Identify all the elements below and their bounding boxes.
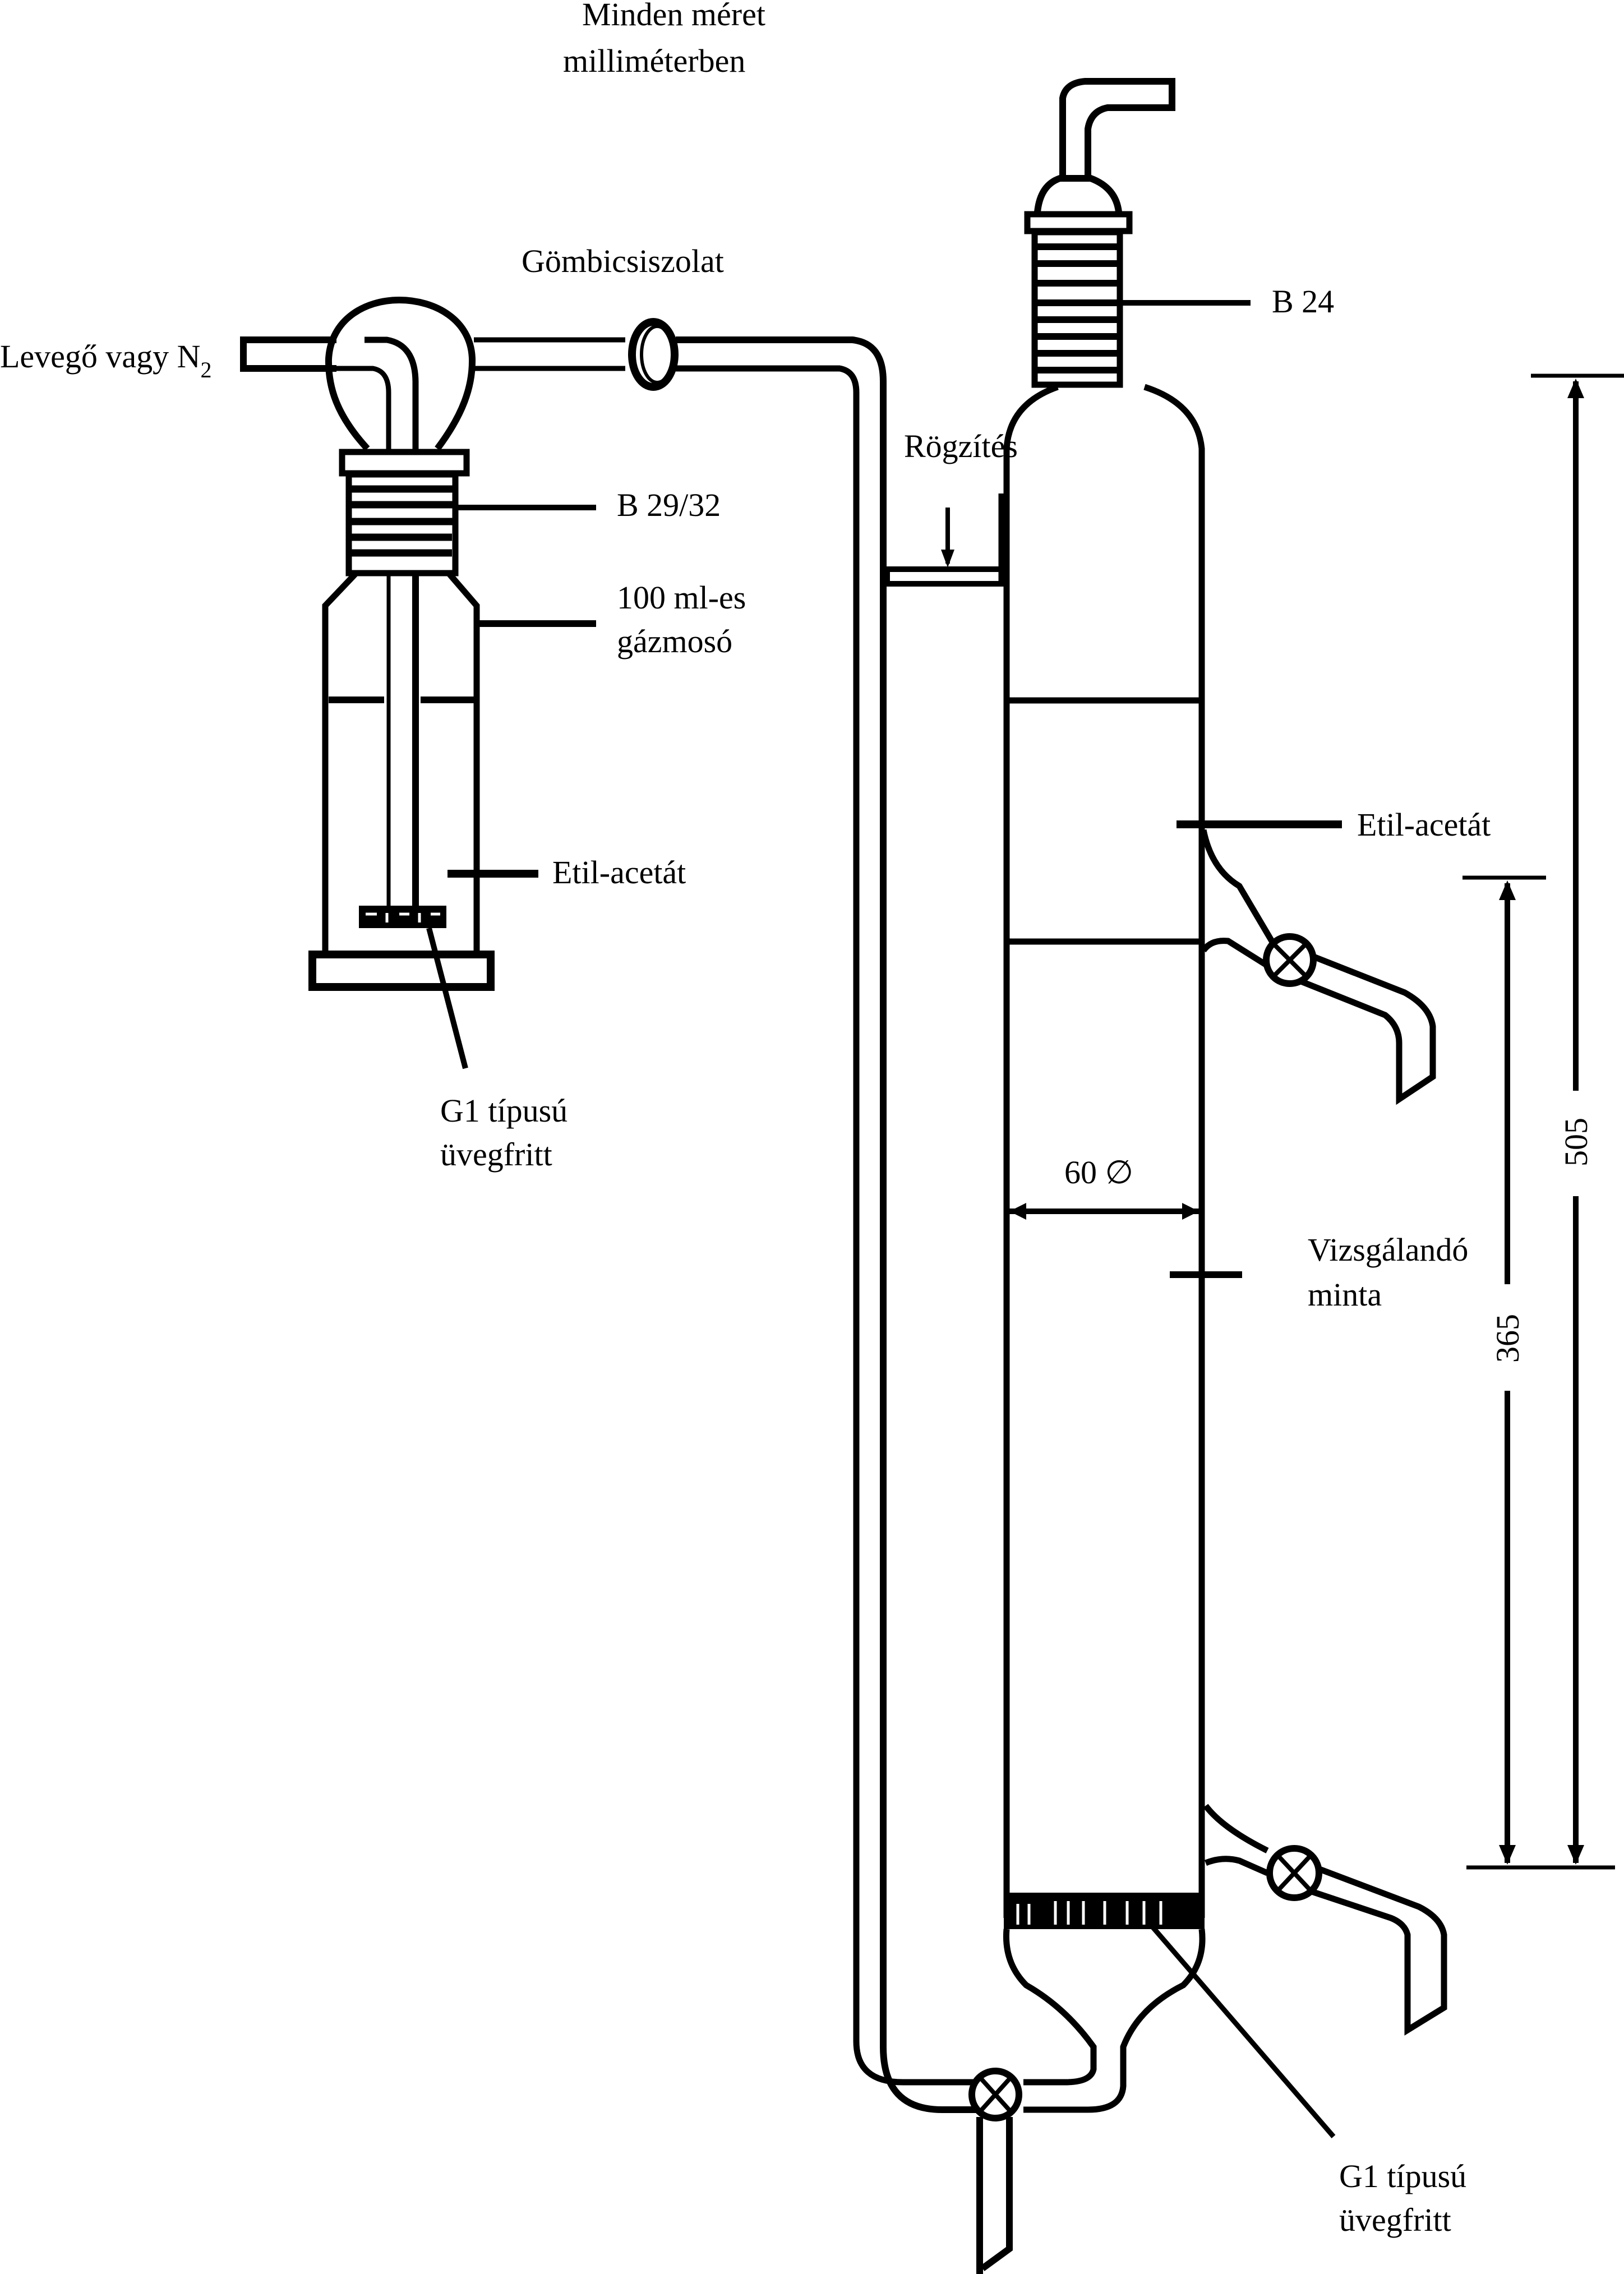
sample-height-value: 365 bbox=[1489, 1314, 1526, 1363]
upper-side-arm bbox=[1200, 829, 1436, 1105]
units-note-line-1: Minden méret bbox=[582, 0, 765, 33]
ball-joint bbox=[628, 318, 679, 391]
units-note: Minden méret milliméterben bbox=[563, 0, 765, 79]
column-body bbox=[1003, 384, 1205, 1918]
svg-text:Levegő vagy N2: Levegő vagy N2 bbox=[0, 338, 212, 382]
column-frit-label-line-2: üvegfritt bbox=[1339, 2202, 1451, 2238]
washer-frit-label-line-1: G1 típusú bbox=[440, 1092, 568, 1129]
clamp-arrow-icon bbox=[941, 550, 954, 568]
total-height-value: 505 bbox=[1558, 1118, 1594, 1166]
lower-side-arm bbox=[1203, 1803, 1447, 2036]
gas-inlet-tube bbox=[240, 336, 419, 451]
total-height-dimension: 505 bbox=[1466, 373, 1624, 1870]
b2932-label: B 29/32 bbox=[617, 487, 721, 523]
sample-height-arrow-top-icon bbox=[1499, 880, 1516, 900]
sample-label-line-2: minta bbox=[1308, 1276, 1382, 1313]
sample-height-arrow-bottom-icon bbox=[1499, 1845, 1516, 1865]
inlet-label-subscript: 2 bbox=[201, 357, 212, 382]
lower-stopcock bbox=[1266, 1845, 1322, 1901]
gas-washer-bulb bbox=[325, 296, 476, 451]
upper-stopcock bbox=[1263, 933, 1317, 987]
diameter-arrow-right-icon bbox=[1182, 1203, 1199, 1220]
extraction-column bbox=[1003, 78, 1206, 2113]
clamp-label: Rögzítés bbox=[904, 428, 1018, 464]
bottom-stopcock bbox=[968, 2068, 1022, 2121]
diameter-dimension: 60 ∅ bbox=[1009, 1154, 1199, 1220]
gas-washer-bottle bbox=[322, 570, 480, 960]
gas-washer-label-line-1: 100 ml-es bbox=[617, 579, 746, 616]
washer-frit bbox=[359, 906, 446, 928]
column-top-outlet-tube bbox=[1059, 78, 1175, 177]
inlet-label-text: Levegő vagy N bbox=[0, 338, 201, 375]
joint-b24 bbox=[1031, 229, 1123, 388]
column-frit bbox=[1004, 1893, 1205, 1929]
ball-joint-label: Gömbicsiszolat bbox=[522, 243, 724, 279]
column-frit-label-line-1: G1 típusú bbox=[1339, 2158, 1466, 2194]
column-stopper-dome bbox=[1034, 175, 1122, 213]
sample-height-dimension: 365 bbox=[1462, 875, 1546, 1865]
column-liquid-label: Etil-acetát bbox=[1357, 806, 1491, 843]
svg-text:60 ∅: 60 ∅ bbox=[1064, 1154, 1133, 1191]
return-tube bbox=[676, 336, 979, 2113]
inlet-label: Levegő vagy N2 bbox=[0, 338, 212, 382]
washer-cap-flange bbox=[339, 449, 470, 477]
column-bottom-funnel bbox=[1003, 1929, 1206, 2113]
clamp bbox=[884, 493, 1005, 587]
gas-washer-assembly bbox=[240, 296, 625, 1069]
units-note-line-2: milliméterben bbox=[563, 43, 745, 79]
washer-frit-label-line-2: üvegfritt bbox=[440, 1136, 552, 1173]
washer-base bbox=[308, 951, 495, 991]
sample-label-line-1: Vizsgálandó bbox=[1308, 1231, 1468, 1268]
gas-washer-label-line-2: gázmosó bbox=[617, 623, 732, 659]
total-height-arrow-bottom-icon bbox=[1567, 1845, 1584, 1865]
column-stopper-flange bbox=[1024, 211, 1133, 234]
diameter-arrow-left-icon bbox=[1009, 1203, 1026, 1220]
diameter-value: 60 bbox=[1064, 1154, 1097, 1191]
bottom-outlet-tube bbox=[976, 2117, 1013, 2274]
b24-label: B 24 bbox=[1272, 283, 1334, 320]
diameter-symbol-icon: ∅ bbox=[1105, 1154, 1134, 1191]
washer-outlet-tube bbox=[474, 337, 625, 371]
washer-liquid-label: Etil-acetát bbox=[552, 854, 686, 891]
total-height-arrow-top-icon bbox=[1567, 379, 1584, 398]
joint-b2932 bbox=[345, 471, 459, 576]
column-frit-leader bbox=[1147, 1922, 1336, 2138]
